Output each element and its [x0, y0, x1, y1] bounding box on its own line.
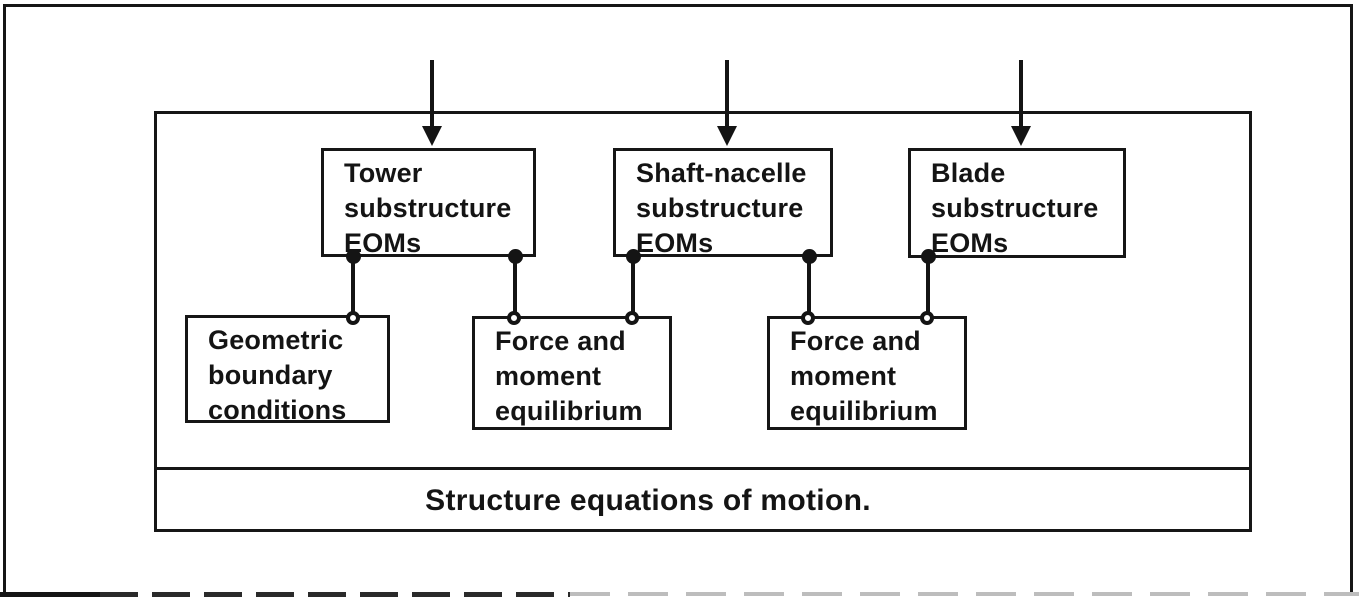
node-label-line: Blade [931, 158, 1006, 188]
input-arrowhead-tower-icon [422, 126, 442, 146]
node-label-line: moment [790, 361, 897, 391]
node-label-line: equilibrium [495, 396, 643, 426]
scan-artifact-bottom-edge [0, 592, 100, 597]
node-label-line: substructure [344, 193, 512, 223]
connector-shaft-to-force1 [631, 252, 635, 318]
terminal-circle-icon [625, 311, 639, 325]
input-arrow-shaft-nacelle [725, 60, 729, 130]
node-label-line: conditions [208, 395, 347, 425]
node-shaft-nacelle-substructure-eoms: Shaft-nacelle substructure EOMs [613, 148, 833, 258]
junction-dot-icon [802, 249, 817, 264]
node-label-line: moment [495, 361, 602, 391]
node-tower-substructure-eoms: Tower substructure EOMs [321, 148, 536, 258]
scan-artifact-bottom-edge [570, 592, 1359, 596]
connector-tower-to-force1 [513, 252, 517, 318]
node-label-line: substructure [636, 193, 804, 223]
connector-blade-to-force2 [926, 252, 930, 318]
terminal-circle-icon [801, 311, 815, 325]
connector-shaft-to-force2 [807, 252, 811, 318]
node-label-line: Geometric [208, 325, 344, 355]
input-arrowhead-shaft-nacelle-icon [717, 126, 737, 146]
node-label-line: equilibrium [790, 396, 938, 426]
page-border [3, 4, 1353, 593]
node-label-line: Force and [495, 326, 626, 356]
node-label-line: EOMs [344, 228, 422, 258]
node-label-line: Tower [344, 158, 423, 188]
node-label-line: Force and [790, 326, 921, 356]
node-label-line: EOMs [636, 228, 714, 258]
input-arrow-tower [430, 60, 434, 130]
node-label-line: boundary [208, 360, 333, 390]
caption-text: Structure equations of motion. [425, 484, 871, 517]
terminal-circle-icon [507, 311, 521, 325]
node-label-line: EOMs [931, 228, 1009, 258]
input-arrow-blade [1019, 60, 1023, 130]
connector-tower-to-geometric [351, 252, 355, 318]
junction-dot-icon [626, 249, 641, 264]
node-label-line: Shaft-nacelle [636, 158, 807, 188]
node-force-moment-equilibrium-1: Force and moment equilibrium [472, 316, 672, 430]
input-arrowhead-blade-icon [1011, 126, 1031, 146]
terminal-circle-icon [346, 311, 360, 325]
structure-eom-container [154, 111, 1252, 532]
node-label-line: substructure [931, 193, 1099, 223]
caption-band: Structure equations of motion. [154, 467, 1252, 532]
junction-dot-icon [508, 249, 523, 264]
node-geometric-boundary-conditions: Geometric boundary conditions [185, 315, 390, 425]
node-force-moment-equilibrium-2: Force and moment equilibrium [767, 316, 967, 430]
junction-dot-icon [921, 249, 936, 264]
scan-artifact-bottom-edge [100, 592, 570, 597]
node-blade-substructure-eoms: Blade substructure EOMs [908, 148, 1126, 258]
terminal-circle-icon [920, 311, 934, 325]
junction-dot-icon [346, 249, 361, 264]
